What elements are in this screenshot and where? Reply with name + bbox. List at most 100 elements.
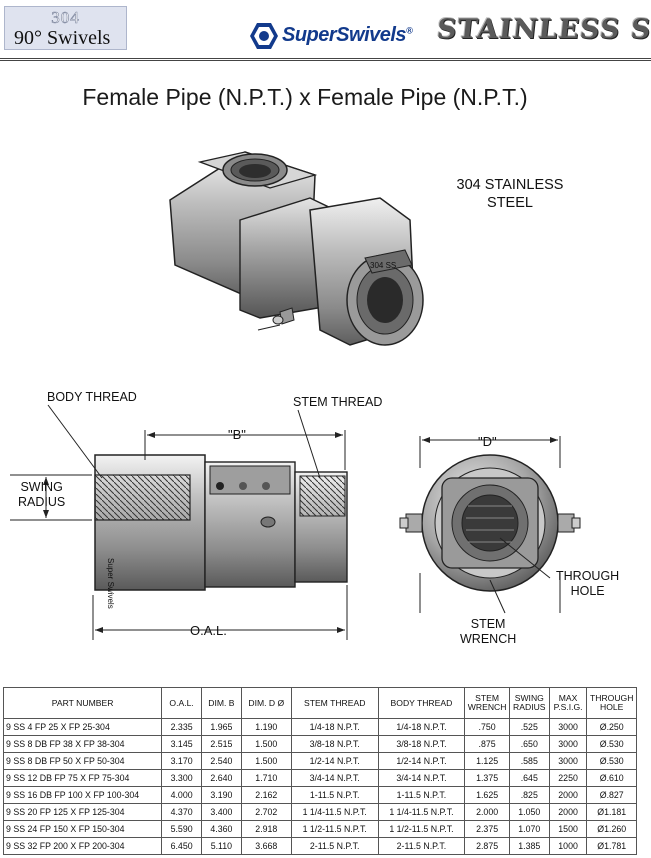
table-cell: 3/4-14 N.P.T.	[377, 769, 466, 787]
through-hole-label: THROUGH HOLE	[556, 569, 619, 599]
col-stem-wrench: STEM WRENCH	[464, 687, 510, 719]
table-cell: 2-11.5 N.P.T.	[290, 837, 379, 855]
table-cell: 1.965	[201, 718, 242, 736]
table-cell: 3.170	[161, 752, 202, 770]
table-cell: Ø.530	[586, 735, 637, 753]
swing-radius-line-1: SWING	[20, 480, 63, 494]
table-cell: 1.375	[464, 769, 510, 787]
table-cell: Ø.610	[586, 769, 637, 787]
col-stem-thread: STEM THREAD	[290, 687, 379, 719]
through-hole-line-1: THROUGH	[556, 569, 620, 583]
table-cell: 1-11.5 N.P.T.	[377, 786, 466, 804]
iso-engraving: 304 SS	[370, 261, 396, 270]
material-note-line-1: 304 STAINLESS	[456, 177, 564, 193]
table-cell: 9 SS 8 DB FP 50 X FP 50-304	[2, 752, 163, 770]
table-cell: .585	[508, 752, 550, 770]
table-cell: 1.625	[464, 786, 510, 804]
stem-thread-label: STEM THREAD	[293, 395, 383, 409]
table-cell: 4.000	[161, 786, 202, 804]
table-cell: .875	[464, 735, 510, 753]
table-cell: 2-11.5 N.P.T.	[377, 837, 466, 855]
table-cell: 9 SS 16 DB FP 100 X FP 100-304	[2, 786, 163, 804]
table-cell: 1 1/4-11.5 N.P.T.	[290, 803, 379, 821]
table-cell: 3.300	[161, 769, 202, 787]
table-cell: 1/2-14 N.P.T.	[290, 752, 379, 770]
table-cell: 9 SS 12 DB FP 75 X FP 75-304	[2, 769, 163, 787]
table-cell: 1.125	[464, 752, 510, 770]
col-oal: O.A.L.	[161, 687, 202, 719]
table-cell: 3.400	[201, 803, 242, 821]
brand-name-text: SuperSwivels	[282, 24, 407, 46]
table-cell: 1/4-18 N.P.T.	[377, 718, 466, 736]
table-cell: 1.500	[240, 735, 292, 753]
table-cell: 1/4-18 N.P.T.	[290, 718, 379, 736]
table-cell: 1-11.5 N.P.T.	[290, 786, 379, 804]
table-cell: 1 1/2-11.5 N.P.T.	[377, 820, 466, 838]
col-max-psig: MAX P.S.I.G.	[548, 687, 588, 719]
oal-label: O.A.L.	[190, 623, 227, 638]
table-cell: Ø.530	[586, 752, 637, 770]
table-cell: 3000	[548, 718, 588, 736]
table-cell: 9 SS 32 FP 200 X FP 200-304	[2, 837, 163, 855]
table-cell: 3000	[548, 735, 588, 753]
table-cell: 3/8-18 N.P.T.	[377, 735, 466, 753]
table-cell: 2.162	[240, 786, 292, 804]
table-cell: 6.450	[161, 837, 202, 855]
table-cell: 1000	[548, 837, 588, 855]
table-cell: 2.000	[464, 803, 510, 821]
table-cell: 2.540	[201, 752, 242, 770]
table-cell: .650	[508, 735, 550, 753]
material-note-line-2: STEEL	[487, 195, 533, 211]
table-cell: 1.050	[508, 803, 550, 821]
table-cell: 9 SS 4 FP 25 X FP 25-304	[2, 718, 163, 736]
col-body-thread: BODY THREAD	[377, 687, 466, 719]
table-cell: 2.375	[464, 820, 510, 838]
table-cell: 1.070	[508, 820, 550, 838]
series-number: 304	[51, 8, 80, 28]
spec-table: PART NUMBER O.A.L. DIM. B DIM. D Ø STEM …	[2, 687, 637, 855]
swivel-end-view-drawing	[399, 436, 581, 614]
table-cell: 3.668	[240, 837, 292, 855]
col-dim-b: DIM. B	[201, 687, 242, 719]
table-cell: 1.710	[240, 769, 292, 787]
col-dim-d: DIM. D Ø	[240, 687, 292, 719]
swivel-side-section-drawing: Super Swivels	[10, 404, 348, 640]
through-hole-line-2: HOLE	[570, 584, 605, 598]
body-engraving: Super Swivels	[106, 558, 115, 609]
table-cell: Ø1.781	[586, 837, 637, 855]
table-cell: 9 SS 24 FP 150 X FP 150-304	[2, 820, 163, 838]
table-cell: 1/2-14 N.P.T.	[377, 752, 466, 770]
table-header-row: PART NUMBER O.A.L. DIM. B DIM. D Ø STEM …	[2, 687, 637, 719]
table-cell: 4.370	[161, 803, 202, 821]
table-cell: 2.640	[201, 769, 242, 787]
table-cell: 3.145	[161, 735, 202, 753]
series-label: 90° Swivels	[14, 27, 111, 49]
table-cell: 2.515	[201, 735, 242, 753]
table-cell: Ø.250	[586, 718, 637, 736]
table-cell: 9 SS 8 DB FP 38 X FP 38-304	[2, 735, 163, 753]
stem-wrench-label: STEM WRENCH	[460, 617, 516, 647]
table-cell: 5.590	[161, 820, 202, 838]
header-divider	[0, 58, 651, 61]
table-cell: .645	[508, 769, 550, 787]
col-swing-radius: SWING RADIUS	[508, 687, 550, 719]
table-cell: 1500	[548, 820, 588, 838]
table-cell: 9 SS 20 FP 125 X FP 125-304	[2, 803, 163, 821]
table-cell: 3/8-18 N.P.T.	[290, 735, 379, 753]
swivel-isometric-drawing: 304 SS	[169, 151, 424, 346]
table-cell: 1.500	[240, 752, 292, 770]
table-cell: .750	[464, 718, 510, 736]
table-cell: 2250	[548, 769, 588, 787]
series-tab	[4, 6, 127, 50]
col-part-number: PART NUMBER	[2, 687, 163, 719]
stem-wrench-line-2: WRENCH	[460, 632, 517, 646]
table-cell: 1.190	[240, 718, 292, 736]
material-note: 304 STAINLESS STEEL	[420, 176, 600, 212]
dim-d-label: "D"	[478, 434, 497, 449]
table-cell: 2.875	[464, 837, 510, 855]
table-cell: 1 1/4-11.5 N.P.T.	[377, 803, 466, 821]
